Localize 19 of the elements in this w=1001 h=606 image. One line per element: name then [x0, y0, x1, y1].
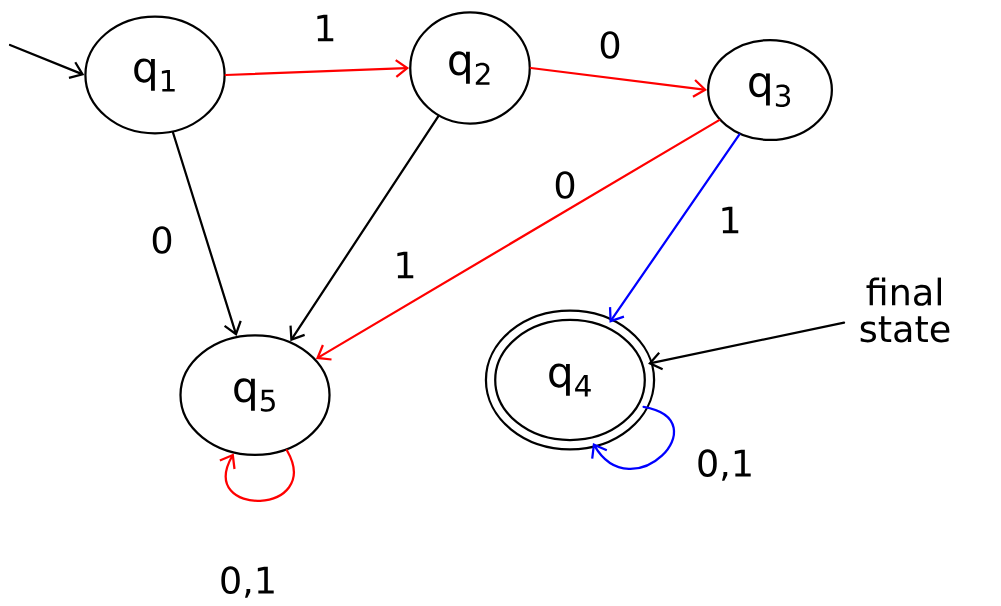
edge-label: 0,1 — [217, 564, 279, 600]
transition-arrow — [529, 66, 708, 98]
edge-label: 0,1 — [694, 447, 756, 483]
annotation-text: final state — [860, 277, 950, 343]
transition-arrow — [289, 115, 440, 342]
edge-label: 1 — [717, 205, 744, 235]
leader-arrow — [648, 321, 846, 371]
self-loop-arrow — [219, 449, 295, 502]
transition-arrow — [315, 119, 721, 361]
transition-arrow — [171, 131, 242, 336]
self-loop-arrow — [591, 405, 675, 471]
start-arrow — [8, 43, 85, 79]
edge-label: 1 — [392, 250, 419, 280]
edge-label: 0 — [551, 169, 579, 201]
edge-label: 1 — [312, 13, 339, 43]
edge-label: 0 — [597, 29, 624, 61]
transition-arrow — [224, 59, 410, 78]
transition-arrow — [608, 133, 741, 323]
edge-label: 0 — [148, 224, 176, 256]
